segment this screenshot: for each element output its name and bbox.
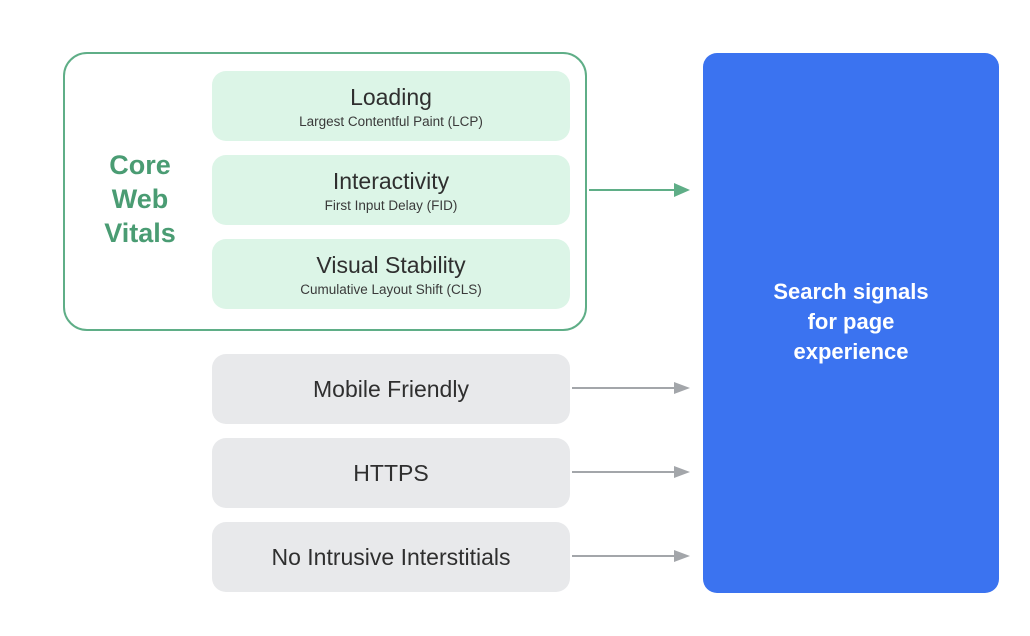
arrow-https <box>572 466 690 478</box>
core-web-vitals-title-line: Web <box>111 184 169 214</box>
signal-no-intrusive-interstitials-box: No Intrusive Interstitials <box>212 522 570 592</box>
core-web-vitals-title-line: Core <box>109 150 171 180</box>
result-label-line: experience <box>793 339 909 364</box>
metric-visual-stability-box: Visual Stability Cumulative Layout Shift… <box>212 239 570 309</box>
core-web-vitals-title-line: Vitals <box>104 218 176 248</box>
result-label-line: Search signals <box>773 279 929 304</box>
metric-subtitle: Cumulative Layout Shift (CLS) <box>300 282 482 297</box>
result-label: Search signals for page experience <box>703 277 999 367</box>
metric-subtitle: First Input Delay (FID) <box>324 198 458 213</box>
signal-mobile-friendly-box: Mobile Friendly <box>212 354 570 424</box>
arrow-no-intrusive-interstitials <box>572 550 690 562</box>
arrow-mobile-friendly <box>572 382 690 394</box>
metric-interactivity-box: Interactivity First Input Delay (FID) <box>212 155 570 225</box>
metric-title: Interactivity <box>332 168 450 194</box>
metric-subtitle: Largest Contentful Paint (LCP) <box>299 114 483 129</box>
core-web-vitals-title: Core Web Vitals <box>84 148 196 250</box>
metric-title: Visual Stability <box>316 252 466 278</box>
metric-loading-box: Loading Largest Contentful Paint (LCP) <box>212 71 570 141</box>
metric-title: Loading <box>350 84 432 110</box>
signal-https-box: HTTPS <box>212 438 570 508</box>
arrow-core-web-vitals <box>589 183 690 197</box>
result-label-line: for page <box>807 309 895 334</box>
search-signals-result-box: Search signals for page experience <box>703 53 999 593</box>
